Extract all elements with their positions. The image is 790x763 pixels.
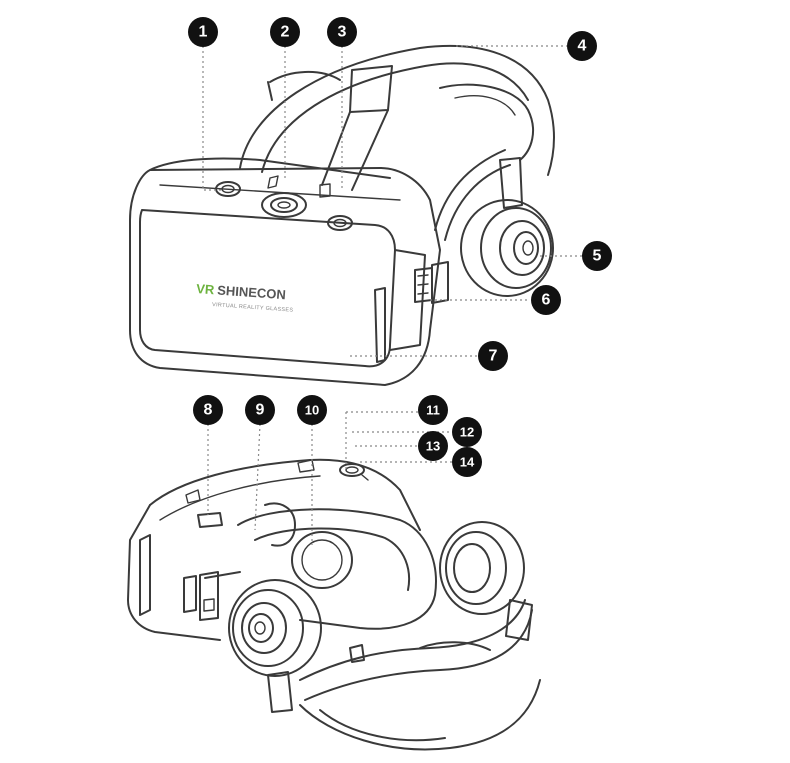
svg-text:13: 13 <box>426 439 440 454</box>
callout-8: 8 <box>193 395 223 425</box>
callout-5: 5 <box>582 241 612 271</box>
callout-6: 6 <box>531 285 561 315</box>
callout-1: 1 <box>188 17 218 47</box>
svg-text:10: 10 <box>305 403 319 418</box>
svg-text:9: 9 <box>256 402 265 419</box>
callout-14: 14 <box>452 447 482 477</box>
svg-text:2: 2 <box>281 24 290 41</box>
svg-text:5: 5 <box>593 248 602 265</box>
svg-text:8: 8 <box>204 402 213 419</box>
callout-2: 2 <box>270 17 300 47</box>
brand-tagline: VIRTUAL REALITY GLASSES <box>212 302 294 314</box>
svg-text:11: 11 <box>426 403 440 418</box>
svg-text:14: 14 <box>460 455 475 470</box>
callout-9: 9 <box>245 395 275 425</box>
callout-12: 12 <box>452 417 482 447</box>
callout-4: 4 <box>567 31 597 61</box>
svg-text:7: 7 <box>489 348 498 365</box>
headset-rear-view <box>127 458 541 751</box>
callout-13: 13 <box>418 431 448 461</box>
callout-7: 7 <box>478 341 508 371</box>
callout-11: 11 <box>418 395 448 425</box>
svg-text:12: 12 <box>460 425 474 440</box>
svg-text:1: 1 <box>199 24 208 41</box>
svg-text:3: 3 <box>338 24 347 41</box>
leader-lines <box>202 45 582 545</box>
callout-3: 3 <box>327 17 357 47</box>
callout-10: 10 <box>297 395 327 425</box>
svg-text:6: 6 <box>542 292 551 309</box>
svg-text:4: 4 <box>578 38 587 55</box>
